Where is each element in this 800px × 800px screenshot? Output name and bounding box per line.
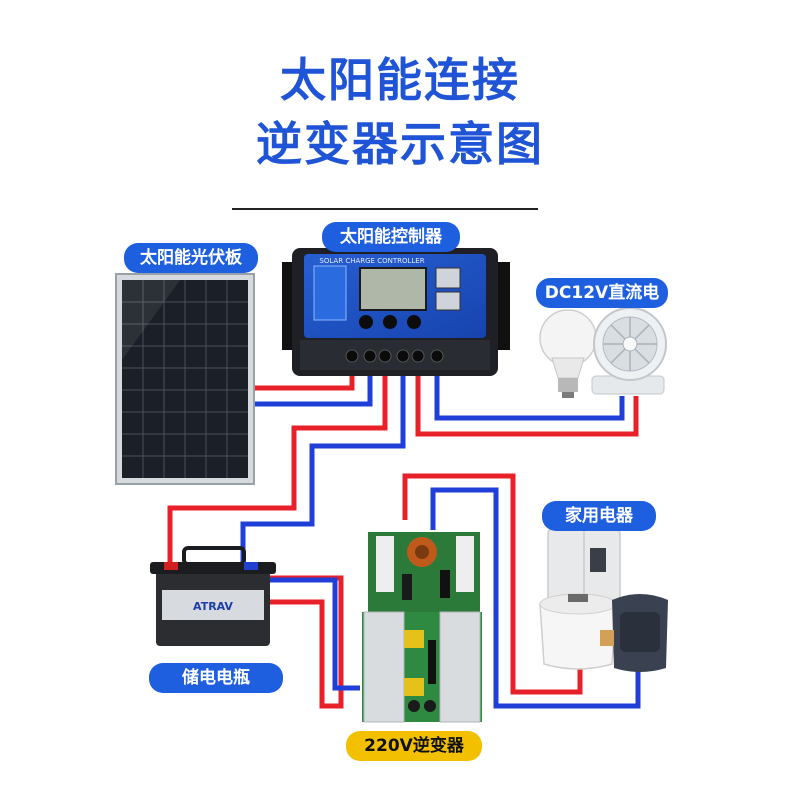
rice-cooker-icon bbox=[539, 593, 617, 670]
wire-battery-positive bbox=[167, 374, 388, 570]
controller-button-icon bbox=[359, 315, 373, 329]
battery: ATRAV bbox=[150, 546, 276, 646]
label-dc-output: DC12V直流电 bbox=[536, 278, 668, 308]
wire-dc-positive bbox=[415, 374, 639, 437]
wire-panel-positive bbox=[250, 374, 355, 391]
label-storage-battery: 储电电瓶 bbox=[149, 663, 283, 693]
label-220v-inverter: 220V逆变器 bbox=[346, 731, 482, 761]
fan-icon bbox=[591, 307, 667, 395]
title-divider bbox=[232, 208, 538, 210]
battery-brand-text: ATRAV bbox=[193, 600, 233, 613]
controller-button-icon bbox=[383, 315, 397, 329]
wire-inverter-negative bbox=[252, 577, 360, 691]
wire-panel-negative bbox=[250, 374, 373, 407]
inverter bbox=[362, 532, 482, 723]
title-line-1: 太阳能连接 bbox=[280, 53, 520, 107]
wire-ac-red bbox=[402, 473, 583, 695]
air-fryer-icon bbox=[600, 594, 668, 672]
label-household-appliances: 家用电器 bbox=[542, 501, 656, 531]
solar-panel bbox=[115, 273, 255, 485]
title-line-2: 逆变器示意图 bbox=[256, 117, 544, 171]
label-charge-controller: 太阳能控制器 bbox=[322, 222, 460, 252]
wire-ac-blue bbox=[430, 487, 641, 709]
wire-dc-negative bbox=[434, 374, 625, 421]
wire-battery-negative bbox=[240, 374, 406, 572]
label-solar-panel: 太阳能光伏板 bbox=[124, 243, 258, 273]
controller-button-icon bbox=[407, 315, 421, 329]
controller-brand-text: SOLAR CHARGE CONTROLLER bbox=[319, 257, 424, 265]
charge-controller: SOLAR CHARGE CONTROLLER bbox=[282, 248, 510, 376]
bulb-icon bbox=[539, 309, 597, 398]
